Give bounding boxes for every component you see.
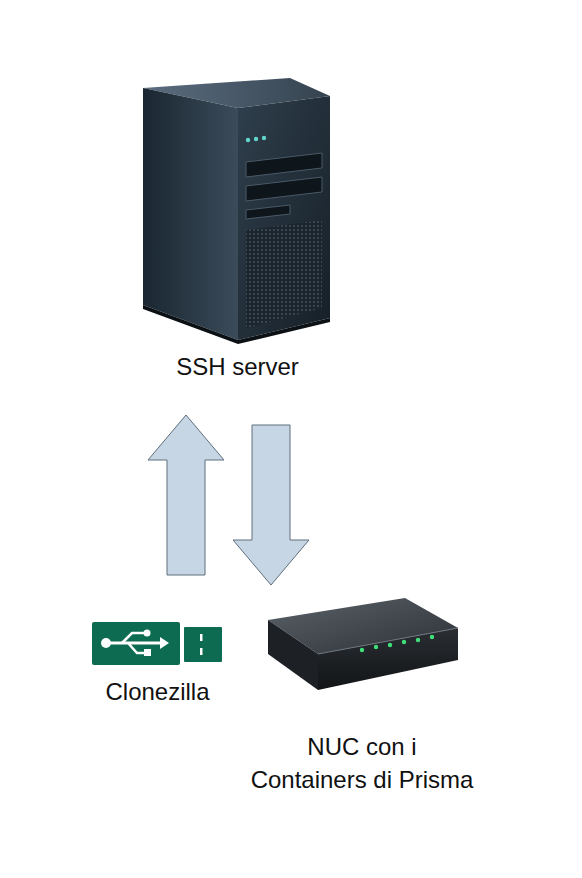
label-box: NUC con i Containers di Prisma (237, 730, 487, 796)
block-arrow (148, 415, 224, 575)
label-box: SSH server (130, 350, 345, 383)
node-label: NUC con i Containers di Prisma (251, 733, 474, 793)
node-label: SSH server (176, 353, 299, 380)
node-label-column: SSH server (130, 350, 345, 383)
block-arrow (233, 425, 309, 585)
server-tower (143, 78, 330, 344)
device-node: NUC con i Containers di Prisma (212, 592, 512, 802)
usb-icon (92, 622, 222, 665)
node-label-column: Clonezilla (85, 675, 230, 708)
label-box: Clonezilla (85, 675, 230, 708)
usb-node: Clonezilla (85, 615, 230, 710)
server-node: SSH server (130, 75, 345, 385)
node-label-column: NUC con i Containers di Prisma (212, 730, 512, 796)
node-label: Clonezilla (105, 678, 209, 705)
nuc-device (268, 598, 458, 690)
